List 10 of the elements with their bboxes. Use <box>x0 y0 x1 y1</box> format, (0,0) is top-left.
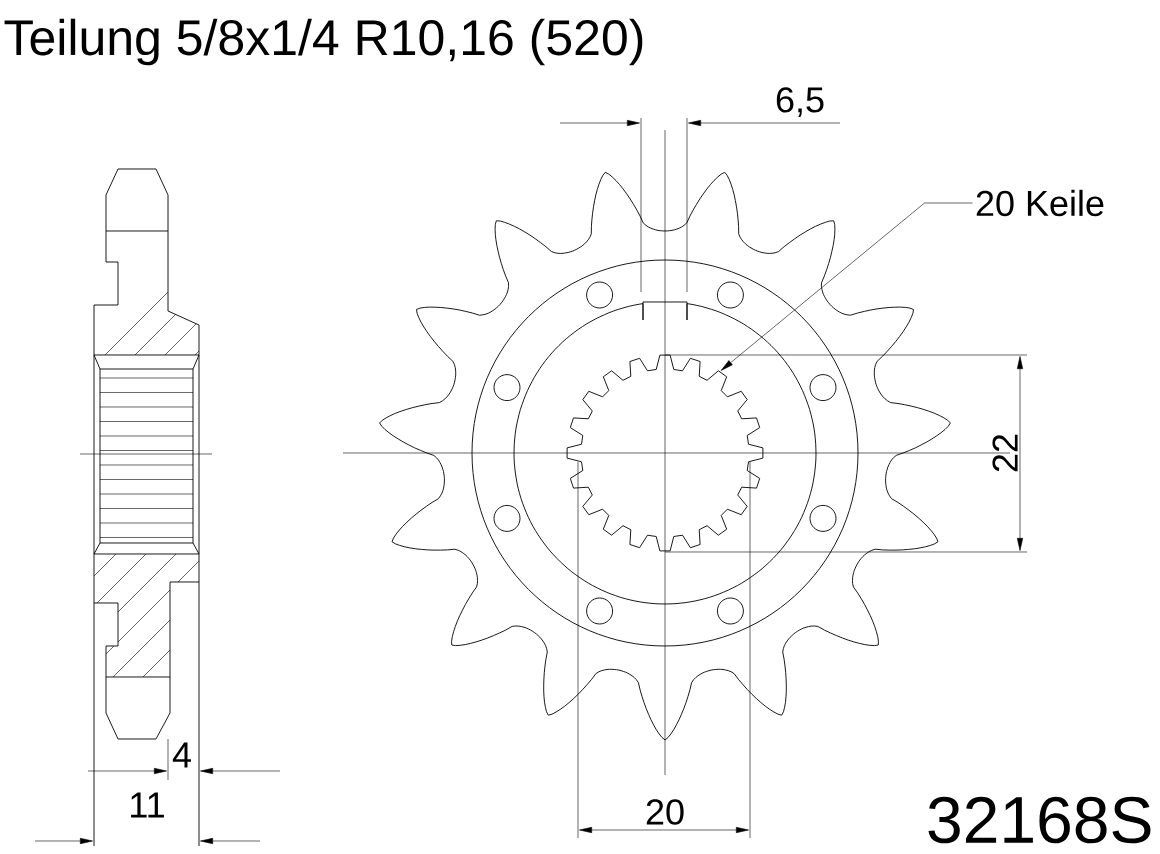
leader-line <box>720 202 973 371</box>
dimension-text: 20 <box>646 799 684 825</box>
callout-text: 20 Keile <box>976 189 1104 217</box>
dimension-text: 4 <box>172 742 191 768</box>
dimension-text: 11 <box>131 792 164 818</box>
spline-bore <box>566 354 764 552</box>
title: Teilung 5/8x1/4 R10,16 (520) <box>4 18 643 66</box>
dimension-text: 6,5 <box>776 87 824 117</box>
dimension-text: 22 <box>992 434 1018 472</box>
dimension-text: 32168S <box>928 796 1151 844</box>
